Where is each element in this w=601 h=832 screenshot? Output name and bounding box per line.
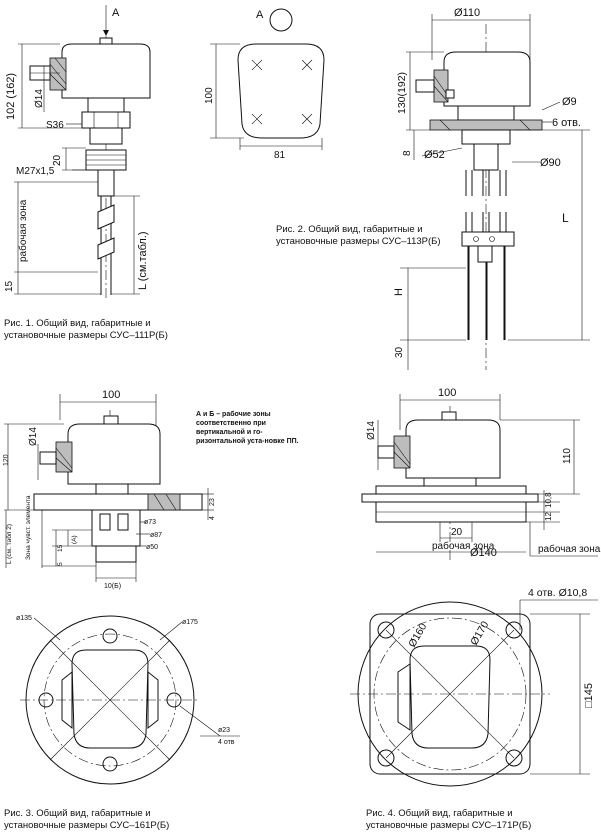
fig4-dia140-label: Ø140 — [470, 547, 497, 559]
fig4-dia170-label: Ø170 — [468, 619, 491, 647]
fig2-h-label: H — [393, 288, 405, 296]
figure-1-drawing: А 102 (162) Ø14 S36 — [4, 5, 151, 300]
fig3-dia175-label: ø175 — [182, 619, 198, 626]
figure-3-top-view: ø135 ø175 ø23 4 отв — [16, 615, 240, 785]
fig4-height-label: 110 — [562, 448, 573, 464]
fig3-width-label: 100 — [102, 389, 120, 401]
fig3-zone-label: Зона чувст. элемента — [25, 495, 32, 560]
figure-4-caption-line1: Рис. 4. Общий вид, габаритные и — [366, 808, 513, 819]
fig4-width-label: 100 — [438, 387, 456, 399]
fig2-height-label: 100 — [204, 87, 215, 104]
fig3-dim15-label: 15 — [57, 544, 64, 552]
fig4-square-label: □145 — [583, 683, 595, 708]
fig1-hex-label: S36 — [46, 120, 64, 131]
fig2-dim30-label: 30 — [394, 346, 405, 358]
figure-4-caption-line2: установочные размеры СУС–171Р(Б) — [366, 820, 532, 831]
figure-2-top-view: А 100 81 — [204, 8, 325, 161]
figure-1-caption-line2: установочные размеры СУС–111Р(Б) — [4, 330, 168, 341]
fig2-height130-label: 130(192) — [396, 72, 408, 114]
figure-3-caption: Рис. 3. Общий вид, габаритные и установо… — [4, 808, 169, 832]
figure-4-side-view: 100 Ø14 110 10,8 12 20 рабочая зона Ø140 — [361, 387, 601, 560]
figure-3-note: А и Б – рабочие зоны соответственно при … — [196, 411, 299, 445]
fig1-height-label: 102 (162) — [5, 73, 17, 120]
fig3-dim23-label: 23 — [209, 498, 216, 506]
figure-3-caption-line2: установочные размеры СУС–161Р(Б) — [4, 820, 170, 831]
figure-2-caption-line2: установочные размеры СУС–113Р(Б) — [276, 236, 441, 247]
fig4-zone-side-label: рабочая зона — [538, 543, 601, 555]
figure-1-caption-line1: Рис. 1. Общий вид, габаритные и — [4, 318, 151, 329]
fig2-view-label: А — [256, 9, 264, 21]
fig2-holes-label: 6 отв. — [552, 117, 581, 129]
fig1-view-label: А — [112, 7, 120, 19]
fig4-dim20-label: 20 — [451, 527, 463, 538]
fig1-thread-label: M27x1,5 — [16, 166, 55, 177]
fig3-dim5-label: 5 — [57, 562, 64, 566]
fig3-holes-label: 4 отв — [218, 739, 235, 746]
fig3-dia23-label: ø23 — [218, 727, 230, 734]
fig3-l-label: L (см. табл 2) — [5, 524, 13, 564]
fig3-a-label: (А) — [71, 535, 78, 544]
figure-2-side-view: Ø110 130(192) Ø9 6 отв. 8 Ø52 Ø90 — [393, 7, 590, 370]
fig4-dia160-label: Ø160 — [406, 621, 429, 649]
fig2-width-label: 81 — [274, 150, 286, 161]
figure-2-caption: Рис. 2. Общий вид, габаритные и установо… — [276, 224, 441, 248]
fig3-dia73-label: ø73 — [144, 519, 156, 526]
figure-1-caption: Рис. 1. Общий вид, габаритные и установо… — [4, 318, 168, 342]
fig2-length-label: L — [562, 211, 569, 225]
figure-3-caption-line1: Рис. 3. Общий вид, габаритные и — [4, 808, 151, 819]
fig2-dia9-label: Ø9 — [562, 96, 577, 108]
fig3-height-label: 120 — [3, 454, 10, 466]
fig4-holes-label: 4 отв. Ø10,8 — [528, 587, 587, 599]
fig1-dim20-label: 20 — [52, 154, 63, 166]
fig3-b-label: 10(Б) — [104, 583, 121, 590]
figure-3-side-view: 100 120 Ø14 23 4 ø73 ø87 ø50 L (с — [3, 389, 216, 590]
fig3-dia87-label: ø87 — [150, 532, 162, 539]
fig4-dia-label: Ø14 — [366, 421, 377, 440]
fig1-length-label: L (см.табл.) — [137, 231, 149, 290]
fig4-zone-under-line1: рабочая зона — [432, 540, 495, 552]
fig1-dia-label: Ø14 — [34, 89, 45, 108]
fig2-dia90-label: Ø90 — [540, 157, 561, 169]
fig3-dia135-label: ø135 — [16, 615, 32, 622]
fig3-dim4-label: 4 — [209, 516, 216, 520]
fig4-dim10-8-label: 10,8 — [544, 492, 553, 508]
figure-4-caption: Рис. 4. Общий вид, габаритные и установо… — [366, 808, 531, 832]
fig2-dim8-label: 8 — [402, 150, 413, 156]
fig4-dim12-label: 12 — [544, 512, 553, 521]
figure-4-top-view: 4 отв. Ø10,8 Ø160 Ø170 □145 — [350, 587, 598, 787]
fig2-dia110-label: Ø110 — [454, 7, 480, 19]
fig1-zone-label: рабочая зона — [17, 199, 29, 262]
fig3-dia50-label: ø50 — [146, 544, 158, 551]
figure-2-caption-line1: Рис. 2. Общий вид, габаритные и — [276, 224, 423, 235]
fig2-dia52-label: Ø52 — [424, 149, 445, 161]
fig1-dim15-label: 15 — [4, 280, 15, 292]
fig3-dia-label: Ø14 — [28, 427, 39, 446]
